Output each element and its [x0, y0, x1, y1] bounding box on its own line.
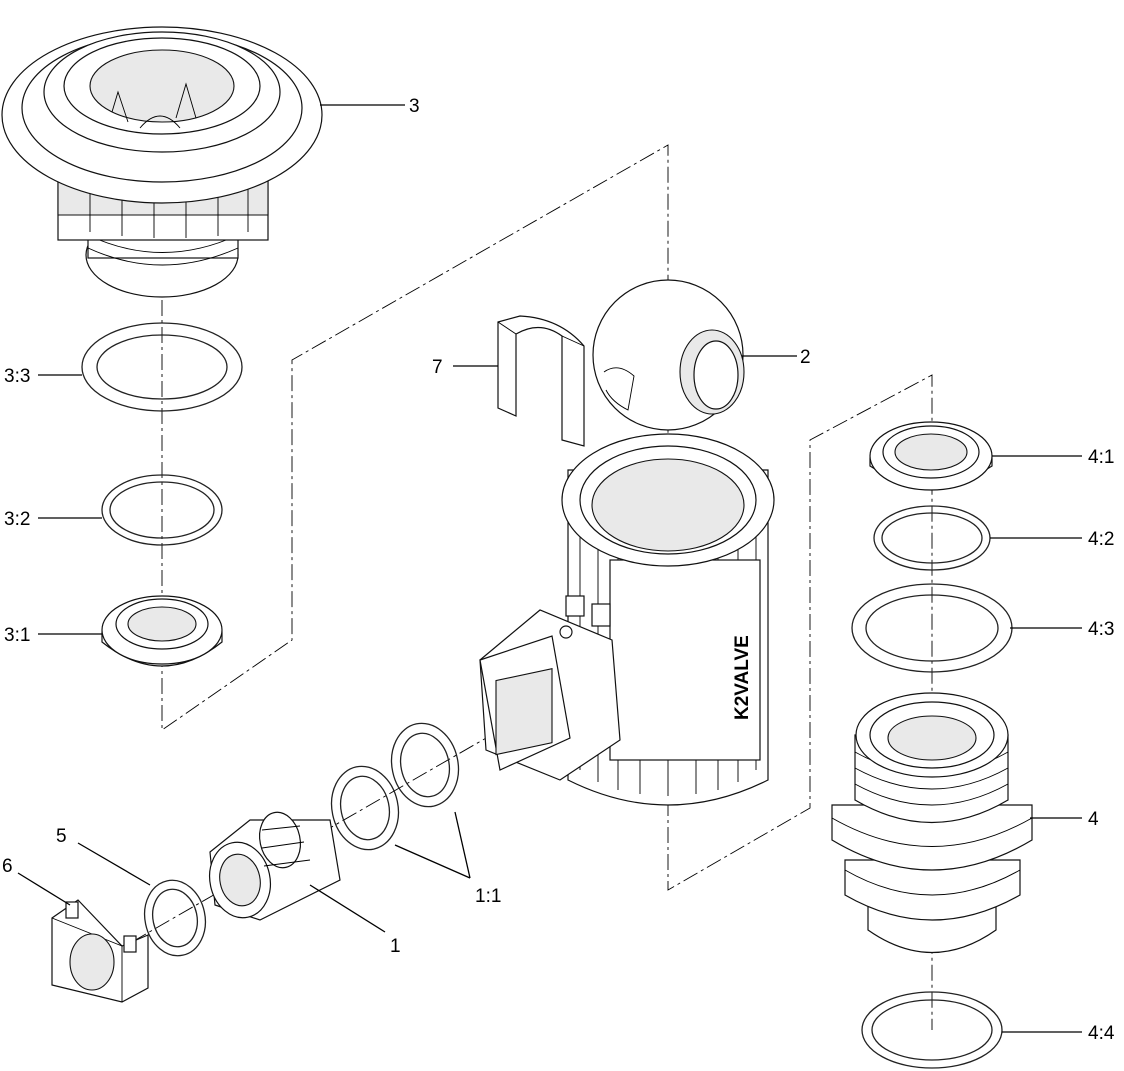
part-4-1-seat — [869, 421, 993, 491]
part-3-2-oring — [101, 474, 223, 546]
part-7-clip — [497, 315, 585, 447]
part-5-oring — [143, 879, 207, 957]
callout-4-1: 4:1 — [1088, 447, 1114, 468]
callout-4-4: 4:4 — [1088, 1023, 1115, 1044]
part-3-union-nut — [1, 26, 323, 298]
part-1-stem — [209, 811, 341, 921]
part-6-adapter — [51, 899, 149, 1003]
callout-5: 5 — [56, 826, 67, 847]
callout-4-3: 4:3 — [1088, 619, 1114, 640]
callout-1-1: 1:1 — [475, 886, 501, 907]
callout-4: 4 — [1088, 809, 1099, 830]
brand-mark: K2VALVE — [732, 635, 753, 720]
callout-2: 2 — [800, 347, 811, 368]
part-4-union-end — [831, 692, 1033, 953]
callout-6: 6 — [2, 856, 13, 877]
callout-labels: 3 3:3 3:2 3:1 7 2 4:1 4:2 4:3 4 4:4 1:1 … — [2, 96, 1115, 1044]
part-2-ball — [592, 279, 745, 431]
part-3-3-oring — [81, 322, 243, 412]
callout-4-2: 4:2 — [1088, 529, 1114, 550]
part-1-1-orings — [330, 722, 460, 851]
callout-3-1: 3:1 — [4, 625, 30, 646]
callout-1: 1 — [390, 936, 401, 957]
valve-body: K2VALVE — [479, 433, 775, 806]
part-4-4-oring — [861, 991, 1003, 1069]
callout-3-3: 3:3 — [4, 366, 30, 387]
callout-3-2: 3:2 — [4, 509, 30, 530]
callout-7: 7 — [432, 357, 443, 378]
callout-3: 3 — [409, 96, 420, 117]
leader-lines — [17, 104, 1082, 1033]
part-3-1-seat — [101, 595, 223, 667]
